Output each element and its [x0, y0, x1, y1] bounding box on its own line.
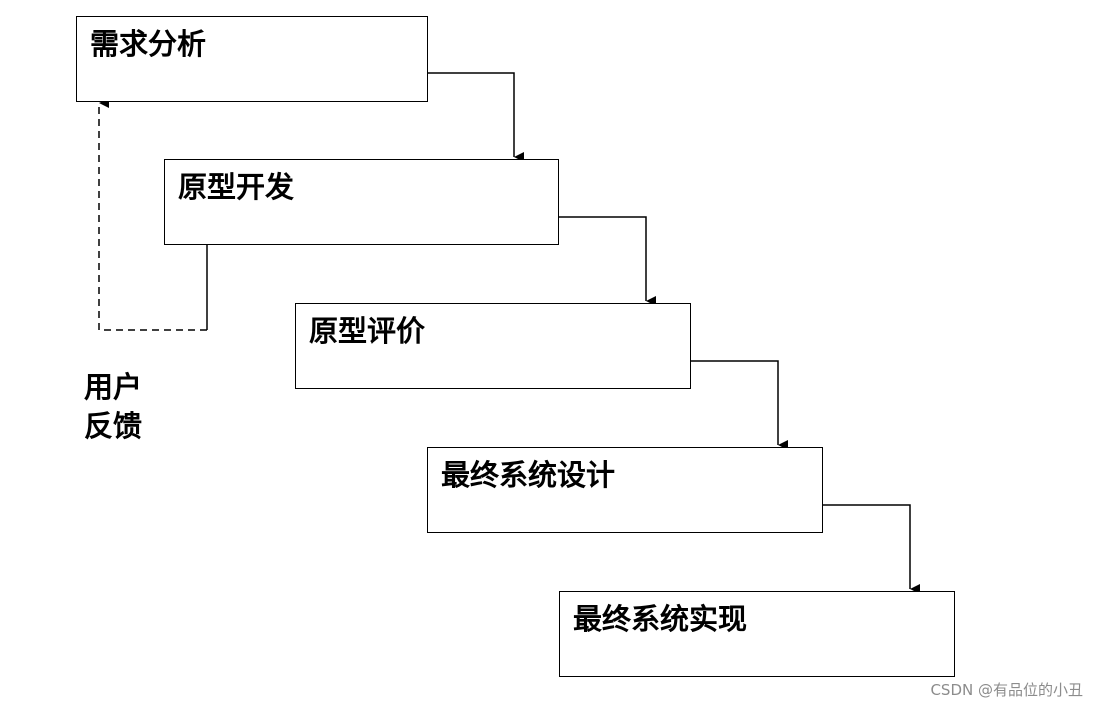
stage-box-final-design: 最终系统设计: [427, 447, 823, 533]
stage-label-prototype-eval: 原型评价: [309, 314, 426, 348]
stage-label-final-design: 最终系统设计: [441, 458, 616, 492]
connector-arrow-3: [690, 360, 788, 450]
stage-label-final-impl: 最终系统实现: [573, 602, 748, 636]
feedback-dashed-arrow: [98, 98, 207, 331]
stage-label-prototype-dev: 原型开发: [178, 170, 295, 204]
feedback-label-line2: 反馈: [84, 409, 143, 444]
stage-box-prototype-dev: 原型开发: [164, 159, 559, 245]
connector-arrow-1: [427, 72, 524, 162]
connector-arrow-2: [558, 216, 656, 306]
stage-label-requirements: 需求分析: [90, 27, 207, 61]
stage-box-final-impl: 最终系统实现: [559, 591, 955, 677]
connector-arrow-4: [822, 504, 920, 594]
watermark: CSDN @有品位的小丑: [930, 681, 1083, 699]
stage-box-prototype-eval: 原型评价: [295, 303, 691, 389]
feedback-label-line1: 用户: [84, 370, 143, 404]
stage-box-requirements: 需求分析: [76, 16, 428, 102]
feedback-label: 用户 反馈: [84, 368, 142, 447]
